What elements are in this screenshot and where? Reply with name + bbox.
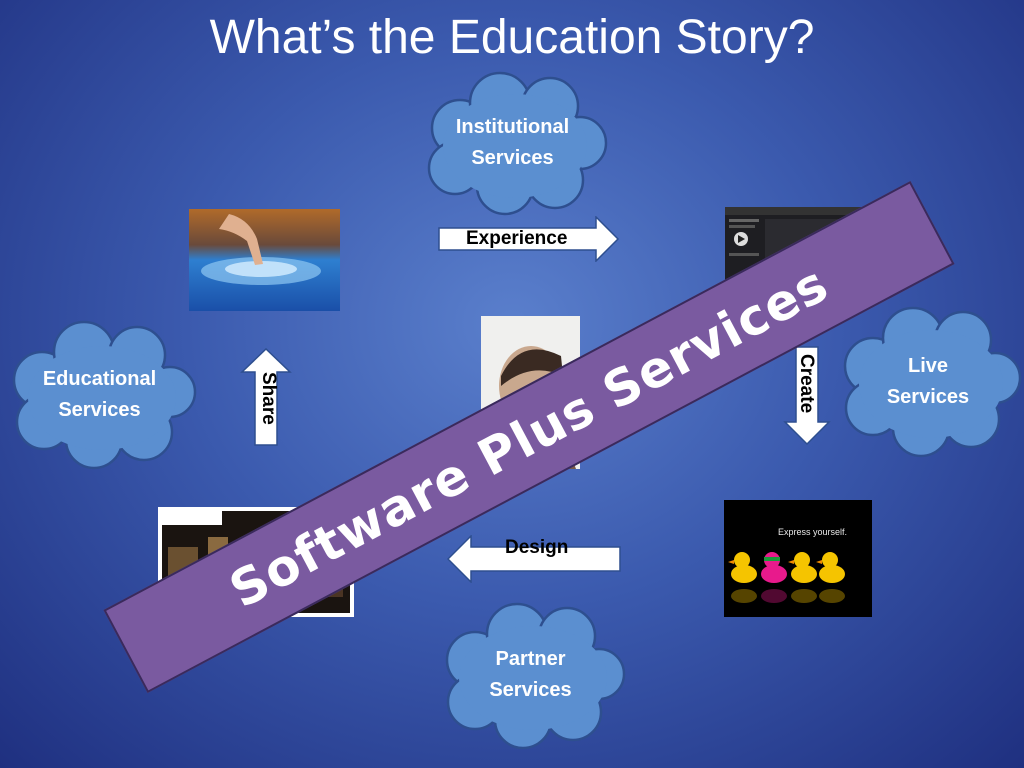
photo-rubber-ducks: Express yourself.: [724, 500, 872, 617]
arrow-up-shape: [240, 348, 292, 446]
cloud-shape: [427, 71, 608, 216]
arrow-label-share: Share: [258, 372, 279, 425]
arrow-right-shape: [438, 216, 620, 262]
arrow-label-create: Create: [796, 354, 817, 414]
cloud-shape: [843, 306, 1022, 458]
cloud-label-line1: Partner: [495, 648, 566, 670]
cloud-institutional-services: Institutional Services: [415, 68, 610, 218]
cloud-label-line1: Institutional: [455, 116, 570, 138]
cloud-label-line1: Live: [907, 354, 949, 377]
duck-yellow-2: [788, 552, 817, 583]
cloud-label-line2: Services: [489, 679, 572, 701]
arrow-down-shape: [783, 346, 831, 446]
arrow-label-experience: Experience: [466, 228, 568, 249]
arrow-design: Design: [447, 535, 622, 583]
arrow-label-design: Design: [505, 537, 569, 558]
cloud-live-services: Live Services: [833, 304, 1023, 459]
cloud-educational-services: Educational Services: [2, 320, 197, 470]
arrow-share: Share: [240, 348, 292, 446]
cloud-label-line2: Services: [58, 399, 141, 421]
arrow-create: Create: [783, 346, 831, 446]
arrow-left-shape: [447, 535, 621, 583]
arrow-experience: Experience: [438, 216, 620, 262]
photo-finger-touch-water: [189, 209, 340, 311]
duck-yellow-1: [728, 552, 757, 583]
cloud-label-line2: Services: [471, 147, 554, 169]
cloud-label-line1: Educational: [42, 368, 157, 390]
ducks-caption: Express yourself.: [778, 527, 848, 537]
duck-yellow-3: [816, 552, 845, 583]
cloud-partner-services: Partner Services: [433, 600, 628, 750]
slide-title: What’s the Education Story?: [209, 11, 815, 64]
cloud-shape: [12, 320, 197, 470]
cloud-label-line2: Services: [886, 385, 970, 408]
duck-pink: [761, 552, 787, 583]
cloud-shape: [445, 602, 626, 750]
